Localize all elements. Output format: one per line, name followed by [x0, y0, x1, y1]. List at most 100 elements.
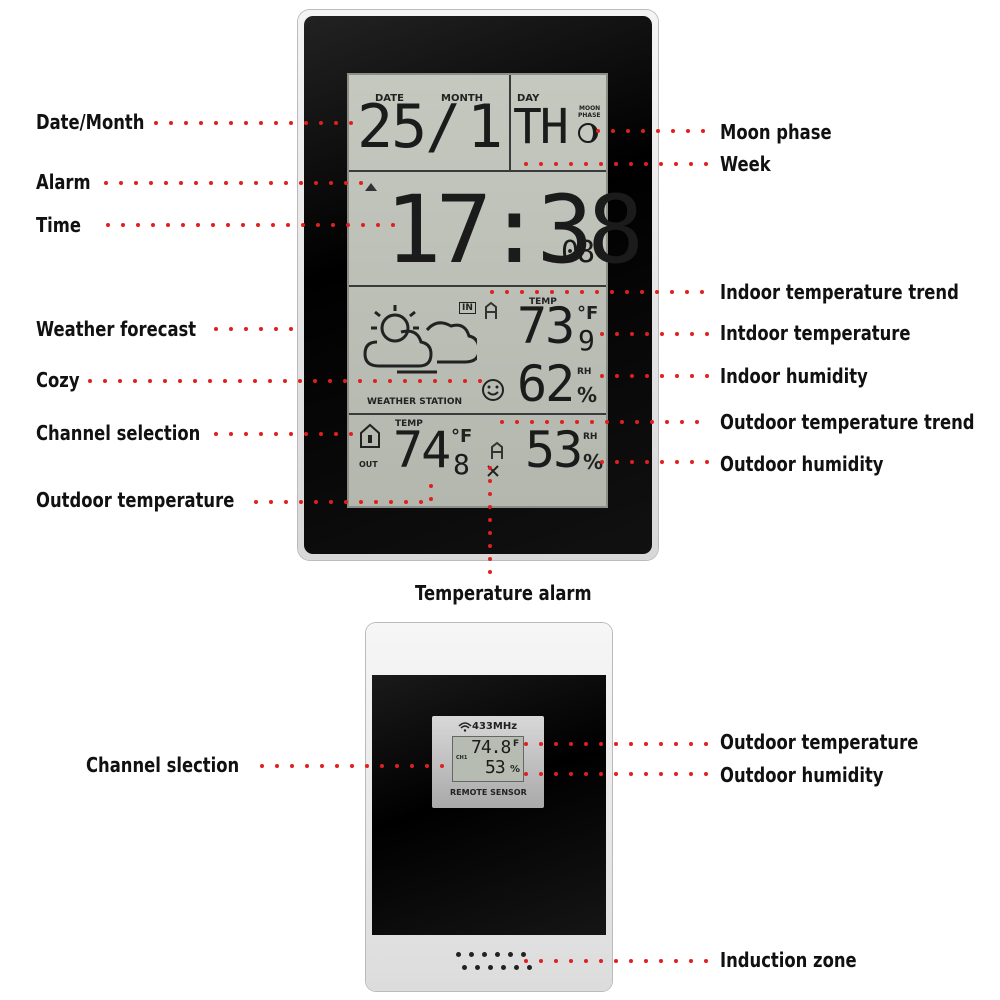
leader-dot [164, 181, 168, 185]
outdoor-house-icon [360, 423, 380, 448]
leader-dot [118, 379, 122, 383]
induction-hole [521, 952, 526, 957]
leader-dot [704, 742, 708, 746]
leader-dot [350, 764, 354, 768]
month-value: 1 [467, 92, 503, 162]
leader-dot [274, 121, 278, 125]
month-caption: MONTH [441, 93, 484, 104]
label-indoor-temperature-trend: Indoor temperature trend [720, 280, 959, 304]
leader-dot [488, 570, 492, 574]
label-weather-forecast: Weather forecast [36, 317, 197, 341]
leader-dot [644, 772, 648, 776]
leader-dot [705, 374, 709, 378]
alarm-bell-icon [365, 183, 377, 191]
leader-dot [121, 223, 125, 227]
leader-dot [289, 121, 293, 125]
outdoor-percent: % [583, 450, 604, 474]
outdoor-trend-arrow-icon [491, 441, 503, 459]
leader-dot [163, 379, 167, 383]
lcd-divider [349, 413, 606, 415]
leader-dot [259, 121, 263, 125]
leader-dot [274, 432, 278, 436]
remote-sensor-caption: REMOTE SENSOR [450, 788, 527, 797]
leader-dot [214, 327, 218, 331]
leader-dot [209, 181, 213, 185]
leader-dot [704, 162, 708, 166]
leader-dot [644, 959, 648, 963]
date-caption: DATE [375, 93, 404, 104]
induction-zone-holes [456, 950, 536, 976]
sun-cloud-forecast-icon [363, 305, 477, 374]
leader-dot [289, 327, 293, 331]
leader-dot [226, 223, 230, 227]
leader-dot [274, 327, 278, 331]
induction-hole [495, 952, 500, 957]
label-channel-selection: Channel selection [36, 421, 201, 445]
sensor-temp-unit: F [513, 739, 520, 749]
leader-dot [659, 959, 663, 963]
leader-dot [119, 181, 123, 185]
label-channel-slection: Channel slection [86, 753, 240, 777]
leader-dot [289, 432, 293, 436]
leader-dot [154, 121, 158, 125]
leader-dot [208, 379, 212, 383]
leader-dot [690, 332, 694, 336]
leader-dot [133, 379, 137, 383]
leader-dot [269, 181, 273, 185]
leader-dot [214, 432, 218, 436]
leader-dot [629, 772, 633, 776]
leader-dot [659, 742, 663, 746]
leader-dot [665, 420, 669, 424]
indoor-percent: % [577, 383, 598, 407]
leader-dot [224, 181, 228, 185]
label-sensor-outdoor-humidity: Outdoor humidity [720, 763, 884, 787]
leader-dot [238, 379, 242, 383]
leader-dot [88, 379, 92, 383]
leader-dot [239, 181, 243, 185]
label-alarm: Alarm [36, 170, 91, 194]
leader-dot [614, 742, 618, 746]
lcd-divider [509, 75, 511, 170]
leader-dot [254, 500, 258, 504]
leader-dot [259, 327, 263, 331]
indoor-temp-caption: TEMP [529, 297, 557, 307]
induction-hole [482, 952, 487, 957]
leader-dot [680, 420, 684, 424]
indoor-temp-decimal: 9 [578, 324, 595, 357]
leader-dot [705, 332, 709, 336]
time-value: 17:38 [385, 176, 644, 285]
label-temperature-alarm: Temperature alarm [415, 581, 592, 605]
leader-dot [229, 432, 233, 436]
leader-dot [136, 223, 140, 227]
temperature-alarm-icon [487, 465, 499, 477]
sensor-humidity-value: 53 [485, 757, 506, 778]
indoor-temp-main: 73 [517, 297, 575, 355]
leader-dot [259, 432, 263, 436]
leader-dot [704, 772, 708, 776]
leader-dot [223, 379, 227, 383]
leader-dot [244, 432, 248, 436]
indoor-trend-arrow-icon [485, 301, 497, 319]
label-indoor-humidity: Indoor humidity [720, 364, 868, 388]
leader-dot [179, 181, 183, 185]
leader-dot [660, 332, 664, 336]
leader-dot [290, 764, 294, 768]
leader-dot [284, 181, 288, 185]
induction-hole [475, 965, 480, 970]
leader-dot [106, 223, 110, 227]
label-time: Time [36, 213, 82, 237]
leader-dot [229, 327, 233, 331]
leader-dot [674, 162, 678, 166]
leader-dot [335, 764, 339, 768]
leader-dot [686, 129, 690, 133]
time-seconds: 08 [561, 235, 595, 270]
day-value: TH [513, 99, 569, 155]
leader-dot [284, 500, 288, 504]
induction-hole [462, 965, 467, 970]
leader-dot [241, 223, 245, 227]
indoor-rh-caption: RH [577, 367, 592, 377]
leader-dot [675, 332, 679, 336]
leader-dot [148, 379, 152, 383]
leader-dot [614, 959, 618, 963]
moon-caption: MOON [579, 105, 601, 112]
